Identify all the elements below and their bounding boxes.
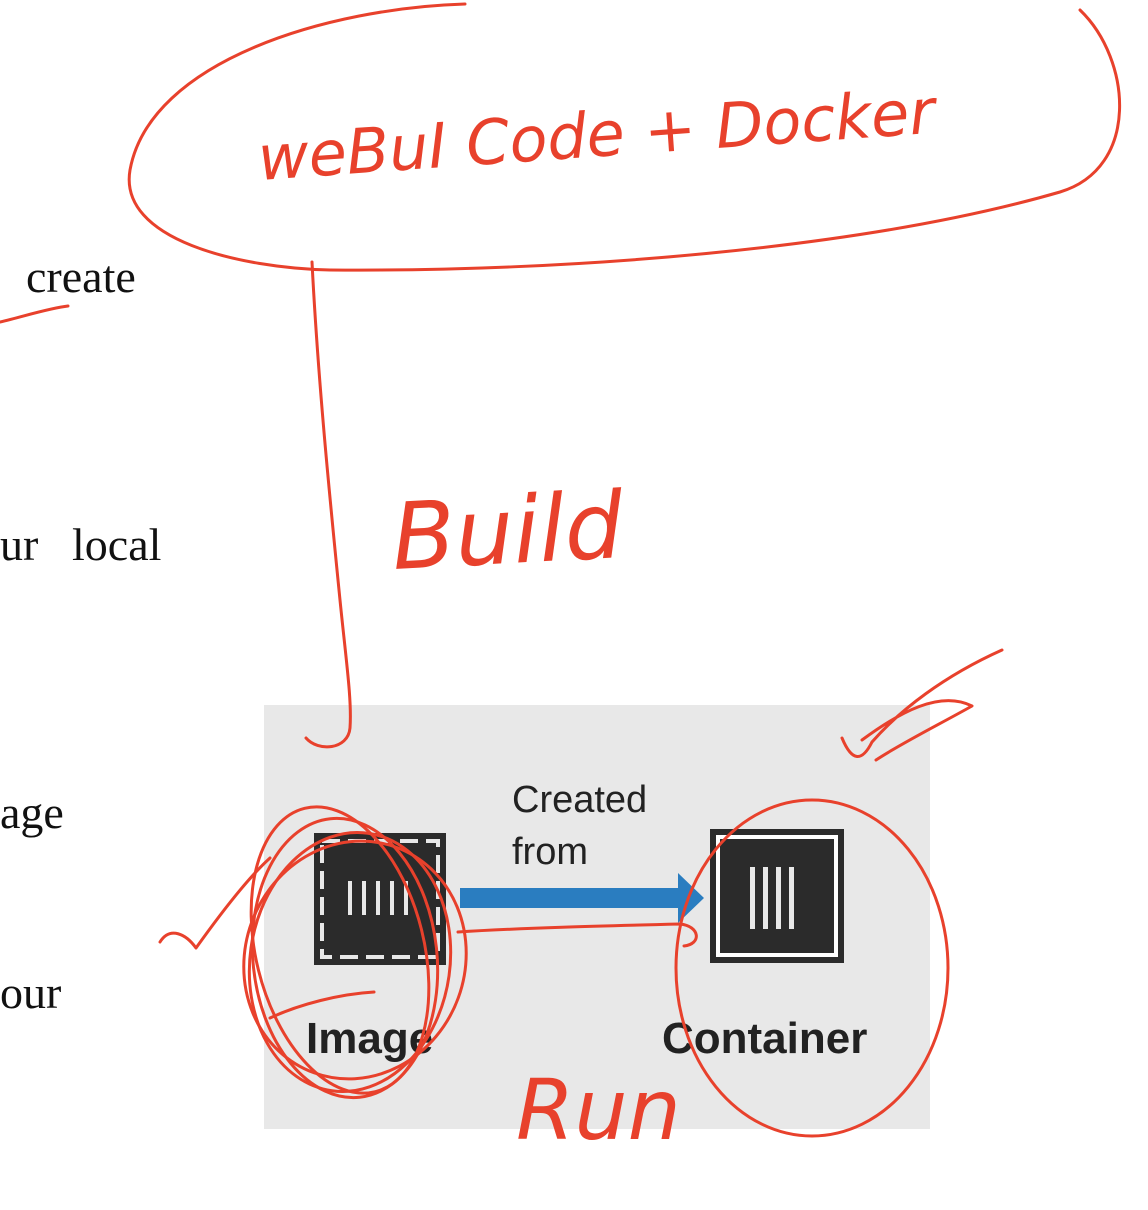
image-icon [314, 833, 446, 965]
arrow-label-created: Created [512, 779, 648, 821]
container-icon [710, 829, 844, 963]
doc-text-ur: ur [0, 519, 39, 570]
container-label: Container [662, 1014, 868, 1063]
image-label: Image [306, 1014, 434, 1063]
doc-text-age: age [0, 787, 64, 838]
doc-text-local: local [72, 519, 162, 570]
create-underline [0, 304, 70, 324]
build-connector-line [304, 260, 352, 749]
arrow-label-from: from [512, 831, 588, 873]
image-check-mark [158, 856, 272, 950]
created-from-arrow [460, 873, 704, 923]
top-note-handwriting: weBuI Code + Docker [255, 74, 937, 195]
doc-text-our: our [0, 967, 62, 1018]
doc-text-create: create [26, 251, 136, 302]
build-note-handwriting: Build [389, 472, 626, 591]
run-note-handwriting: Run [516, 1061, 681, 1159]
